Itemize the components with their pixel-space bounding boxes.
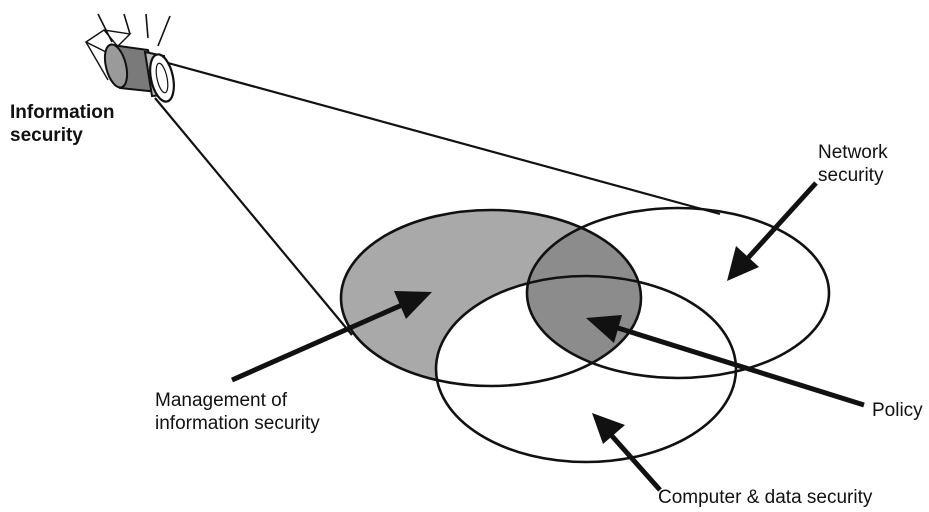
management-arrow — [230, 291, 432, 383]
network-security-line-1: Network — [818, 142, 888, 163]
computer-data-arrow — [592, 413, 662, 492]
computer-ellipse-mask — [436, 276, 736, 462]
management-line-2: information security — [155, 413, 320, 434]
network-arrow — [727, 181, 818, 281]
beam-line-top — [167, 61, 721, 216]
policy-arrow — [586, 315, 865, 408]
security-camera-icon — [84, 13, 175, 103]
management-ellipse — [339, 208, 643, 388]
computer-data-ellipse — [434, 274, 738, 464]
information-security-line-2: security — [10, 125, 83, 146]
management-line-1: Management of — [155, 390, 288, 411]
computer-data-security-label: Computer & data security — [658, 487, 873, 508]
information-security-line-1: Information — [10, 102, 115, 123]
network-security-label: Network security — [818, 141, 888, 187]
network-security-line-2: security — [818, 165, 884, 186]
network-ellipse — [525, 206, 831, 380]
policy-label: Policy — [872, 400, 923, 421]
beam-line-bottom — [154, 97, 353, 336]
information-security-label: Information security — [10, 101, 115, 147]
management-label: Management of information security — [155, 389, 320, 435]
